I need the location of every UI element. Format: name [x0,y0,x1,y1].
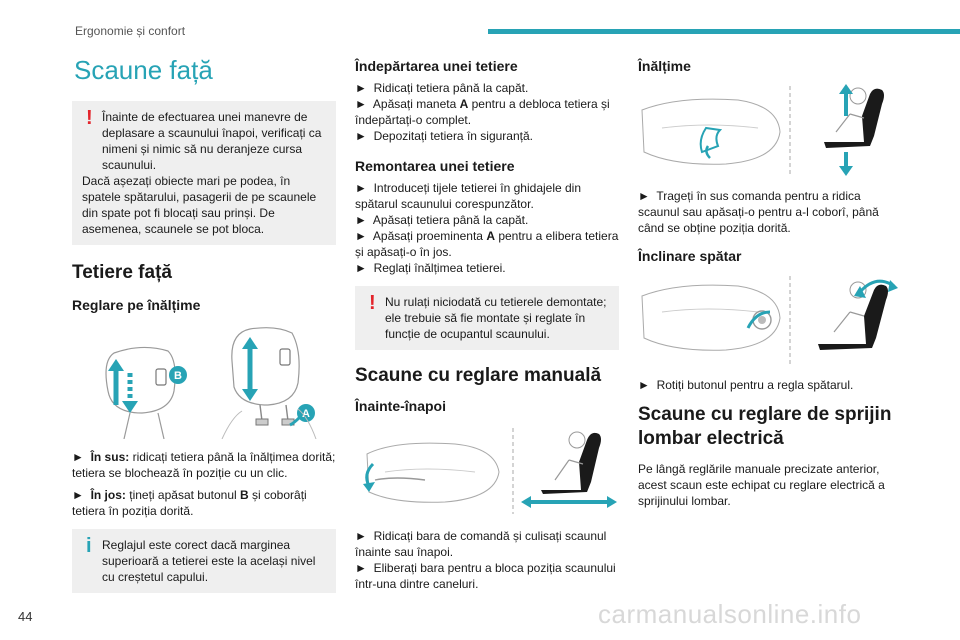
label-b: B [174,370,182,382]
height-step-1: ► Trageți în sus comanda pentru a ridica… [638,189,879,235]
info-box-1: i Reglajul este corect dacă marginea sup… [72,529,336,593]
exclamation-icon: ! [369,292,376,314]
exclamation-icon: ! [86,107,93,129]
subsection-recline: Înclinare spătar [638,248,742,264]
height-figure [638,82,902,178]
removal-step-2: ► Apăsați maneta A pentru a debloca teti… [355,97,610,127]
info-icon: i [86,535,92,557]
subsection-height-adjust: Reglare pe înălțime [72,297,201,313]
headrest-figure: B A [72,321,336,439]
recline-figure [638,272,902,367]
warning-box-2: ! Nu rulați niciodată cu tetierele demon… [355,286,619,350]
refit-step-1: ► Introduceți tijele tetierei în ghidaje… [355,181,582,211]
refit-step-4: ► Reglați înălțimea tetierei. [355,261,506,275]
section-manual-seats: Scaune cu reglare manuală [355,365,602,386]
section-lumbar: Scaune cu reglare de sprijin lombar elec… [638,404,892,449]
label-a: A [302,408,310,420]
removal-step-1: ► Ridicați tetiera până la capăt. [355,81,529,95]
column-3: Înălțime ► Trageți în sus comanda pentru… [638,58,902,515]
subsection-refit: Remontarea unei tetiere [355,158,515,174]
warning-text-2: Nu rulați niciodată cu tetierele demonta… [385,295,607,341]
fwd-back-figure [355,422,619,518]
paragraph-down: ► În jos: țineți apăsat butonul B și cob… [72,488,307,518]
watermark: carmanualsonline.info [598,599,862,629]
subsection-removal: Îndepărtarea unei tetiere [355,58,518,74]
refit-step-3: ► Apăsați proeminenta A pentru a elibera… [355,229,619,259]
recline-step-1: ► Rotiți butonul pentru a regla spătarul… [638,378,854,392]
refit-step-2: ► Apăsați tetiera până la capăt. [355,213,529,227]
running-header: Ergonomie și confort [75,24,186,38]
column-2: Îndepărtarea unei tetiere ► Ridicați tet… [355,58,619,592]
fwd-step-2: ► Eliberați bara pentru a bloca poziția … [355,561,616,591]
section-headrests: Tetiere față [72,262,172,283]
subsection-height: Înălțime [638,58,691,74]
page-title: Scaune față [74,55,213,85]
header-accent-bar [488,29,960,34]
lumbar-text: Pe lângă reglările manuale precizate ant… [638,462,885,508]
page-number: 44 [18,609,33,624]
subsection-fwd-back: Înainte-înapoi [355,398,446,414]
column-1: Scaune față ! Înainte de efectuarea unei… [72,55,336,605]
paragraph-up: ► În sus: ridicați tetiera până la înălț… [72,450,336,480]
removal-step-3: ► Depozitați tetiera în siguranță. [355,129,533,143]
warning-box-1: ! Înainte de efectuarea unei manevre de … [72,101,336,245]
warning-text-1b: Dacă așezați obiecte mari pe podea, în s… [82,174,317,236]
warning-text-1: Înainte de efectuarea unei manevre de de… [102,110,322,172]
info-text-1: Reglajul este corect dacă marginea super… [102,538,316,584]
fwd-step-1: ► Ridicați bara de comandă și culisați s… [355,529,607,559]
